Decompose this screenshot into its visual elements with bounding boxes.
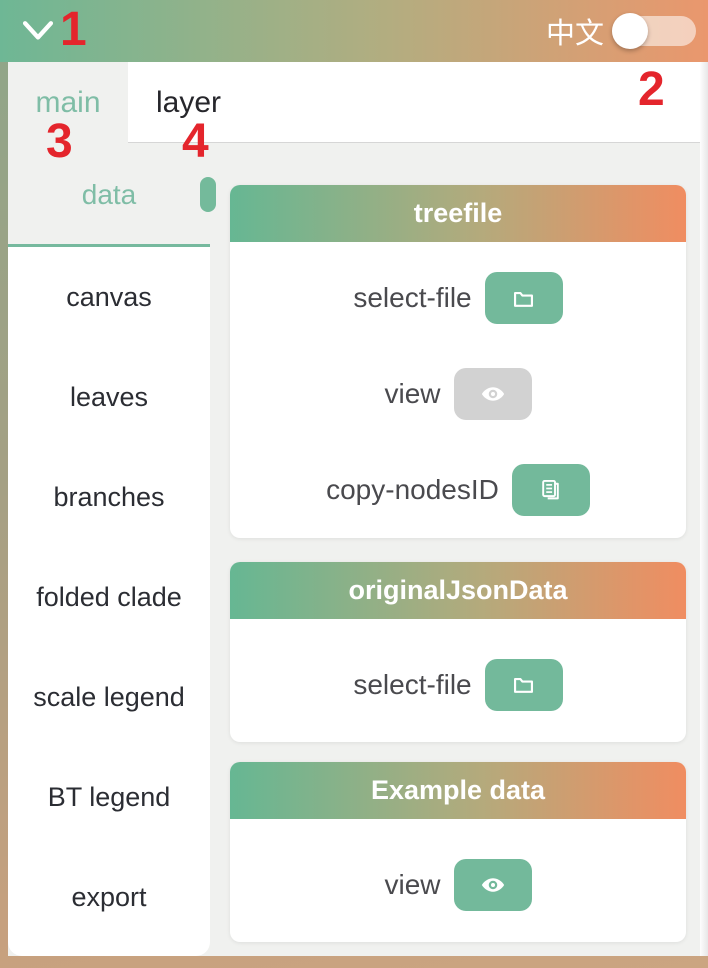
sidebar-item-branches[interactable]: branches (53, 481, 165, 512)
card-title: Example data (230, 762, 686, 819)
sidebar-item-data[interactable]: data (81, 179, 137, 210)
language-label: 中文 (545, 18, 604, 50)
select-file-row: select-file (230, 250, 686, 346)
annotation-3: 3 (46, 115, 73, 168)
copy-nodesid-button[interactable] (511, 464, 590, 516)
right-scrollbar-track[interactable] (700, 62, 708, 956)
eye-icon (481, 387, 504, 401)
row-label: select-file (353, 668, 472, 700)
chevron-down-icon[interactable] (20, 14, 56, 48)
annotation-2: 2 (638, 63, 665, 116)
card-title: treefile (230, 185, 686, 242)
scrollbar-thumb[interactable] (200, 177, 216, 212)
sidebar-item-scale-legend[interactable]: scale legend (33, 681, 185, 712)
language-switch-group: 中文 (546, 0, 696, 62)
copy-icon (542, 479, 560, 499)
eye-icon (481, 877, 504, 892)
sidebar-item-export[interactable]: export (71, 881, 147, 912)
folder-icon (514, 291, 534, 307)
view-button[interactable] (453, 368, 532, 420)
card-body: select-file view (230, 242, 686, 538)
top-header-bar: 中文 (0, 0, 708, 62)
view-row: view (230, 346, 686, 442)
select-file-row: select-file (230, 637, 686, 733)
card-body: select-file (230, 619, 686, 742)
main-surface: main layer data canvas leaves branches f… (8, 62, 700, 956)
sidebar-item-leaves[interactable]: leaves (69, 381, 149, 412)
row-label: view (384, 868, 441, 900)
language-toggle[interactable] (612, 13, 696, 49)
sidebar-menu: canvas leaves branches folded clade scal… (8, 247, 210, 956)
select-file-button[interactable] (484, 272, 563, 324)
copy-nodesid-row: copy-nodesID (230, 442, 686, 538)
row-label: view (384, 378, 441, 409)
sidebar-item-canvas[interactable]: canvas (66, 281, 152, 312)
tab-main[interactable]: main (8, 62, 128, 143)
top-tab-bar: main layer (8, 62, 700, 143)
card-body: view (230, 819, 686, 942)
card-treefile: treefile select-file view (230, 185, 686, 538)
folder-icon (514, 678, 534, 693)
sidebar-item-bt-legend[interactable]: BT legend (47, 781, 171, 812)
card-example-data: Example data view (230, 762, 686, 942)
row-label: select-file (353, 282, 472, 313)
toggle-knob (612, 13, 648, 49)
sidebar-item-folded-clade[interactable]: folded clade (36, 581, 182, 612)
tab-layer[interactable]: layer (156, 85, 222, 119)
view-row: view (230, 837, 686, 933)
sidebar-active-underline (8, 244, 210, 247)
annotation-1: 1 (60, 3, 87, 56)
annotation-4: 4 (182, 115, 209, 168)
view-example-button[interactable] (453, 858, 532, 911)
row-label: copy-nodesID (326, 474, 499, 505)
card-title: originalJsonData (230, 562, 686, 619)
select-file-button[interactable] (484, 658, 563, 711)
card-original-json-data: originalJsonData select-file (230, 562, 686, 742)
